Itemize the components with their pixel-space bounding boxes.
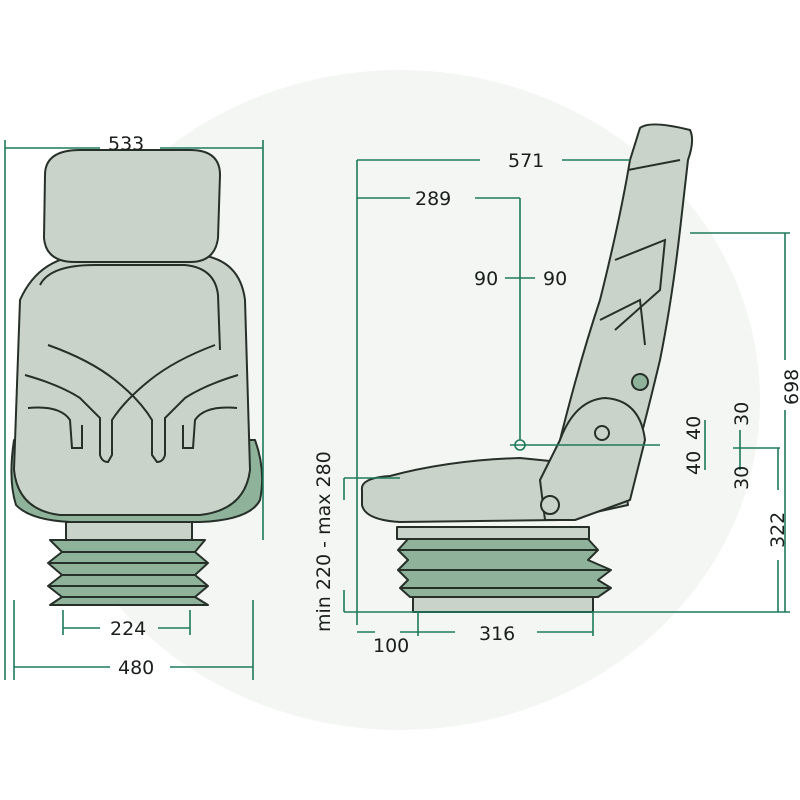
front-headrest: [43, 149, 221, 263]
label-base-width: 480: [118, 657, 154, 679]
dim-seat-height-line: [343, 477, 400, 612]
front-bellows: [47, 539, 209, 606]
label-backrest-to-pivot: 289: [415, 188, 451, 210]
dim-100-316-line: [357, 612, 594, 636]
label-angle-back: 90: [474, 268, 498, 290]
side-pivot-bolt: [594, 425, 610, 441]
side-bellows-folds: [398, 549, 611, 589]
label-height-up-30: 30: [731, 402, 753, 426]
side-slide-rail: [396, 526, 590, 540]
label-height-down-30: 30: [731, 466, 753, 490]
front-backrest-stitching-lower: [27, 406, 238, 449]
front-extension-lines: [4, 140, 264, 680]
side-bellows: [397, 538, 612, 598]
dim-adjust-lines: [704, 420, 760, 470]
side-adjust-knob: [631, 373, 649, 391]
label-angle-fwd: 90: [543, 268, 567, 290]
front-backrest-panel: [39, 264, 221, 351]
label-suspension-width: 224: [110, 618, 146, 640]
label-base-depth: 316: [479, 623, 515, 645]
front-bellows-folds: [48, 551, 208, 598]
dim-322-line: [760, 447, 780, 612]
side-view: [360, 123, 694, 613]
front-backrest-stitching-right: [47, 344, 239, 464]
dim-698-line: [510, 232, 790, 612]
side-base: [412, 596, 594, 613]
label-overall-depth: 571: [508, 150, 544, 172]
front-view: [10, 149, 264, 606]
dim-224-line: [62, 610, 191, 635]
label-seat-height-range: min 220 - max 280: [313, 451, 335, 632]
dim-289-line: [357, 197, 521, 440]
label-pivot-height: 322: [767, 512, 789, 548]
dimension-lines: [4, 140, 790, 680]
side-pivot-bracket: [539, 397, 646, 521]
front-backrest-stitching-left: [24, 344, 216, 464]
side-backrest: [559, 123, 694, 471]
front-backrest: [13, 254, 251, 516]
side-lever-knob: [540, 495, 560, 515]
dim-571-line: [356, 159, 630, 625]
front-suspension-top: [65, 521, 193, 541]
label-adjust-up-40: 40: [683, 416, 705, 440]
label-adjust-down-40: 40: [683, 451, 705, 475]
label-overall-width: 533: [108, 133, 144, 155]
side-backrest-details: [599, 159, 681, 346]
label-overall-height: 698: [781, 369, 800, 405]
label-front-overhang: 100: [373, 635, 409, 657]
